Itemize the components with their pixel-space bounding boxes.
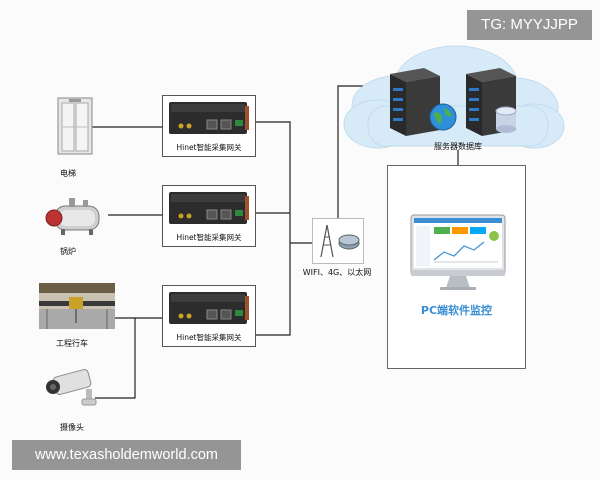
device-label: 电梯 [60, 169, 76, 178]
crane-icon [39, 283, 115, 329]
gateway-box: Hinet智能采集网关 [162, 185, 256, 247]
gateway-label: Hinet智能采集网关 [176, 233, 242, 242]
pc-label: PC端软件监控 [420, 304, 493, 317]
line-gateway-bus [254, 121, 291, 336]
pc-monitor-panel: PC端软件监控 [387, 165, 526, 369]
gateway-device-icon [169, 192, 249, 224]
wireless-router-icon [320, 224, 360, 258]
network-label: WIFI、4G、以太网 [302, 268, 372, 277]
globe-icon [429, 103, 457, 131]
device-label: 工程行车 [56, 339, 88, 348]
device-label: 摄像头 [60, 423, 84, 432]
monitor-icon [410, 214, 506, 290]
camera-icon [44, 369, 102, 409]
elevator-icon [57, 97, 93, 155]
boiler-icon [45, 198, 109, 236]
database-icon [495, 106, 517, 133]
network-node [312, 218, 364, 264]
server-label: 服务器数据库 [434, 142, 482, 151]
gateway-device-icon [169, 102, 249, 134]
line-crane-camera [95, 317, 136, 399]
gateway-box: Hinet智能采集网关 [162, 95, 256, 157]
watermark-bottom: www.texasholdemworld.com [12, 440, 241, 470]
device-label: 锅炉 [60, 247, 76, 256]
gateway-box: Hinet智能采集网关 [162, 285, 256, 347]
gateway-device-icon [169, 292, 249, 324]
gateway-label: Hinet智能采集网关 [176, 143, 242, 152]
line-network-cloud [337, 85, 365, 220]
watermark-top: TG: MYYJJPP [467, 10, 592, 40]
gateway-label: Hinet智能采集网关 [176, 333, 242, 342]
